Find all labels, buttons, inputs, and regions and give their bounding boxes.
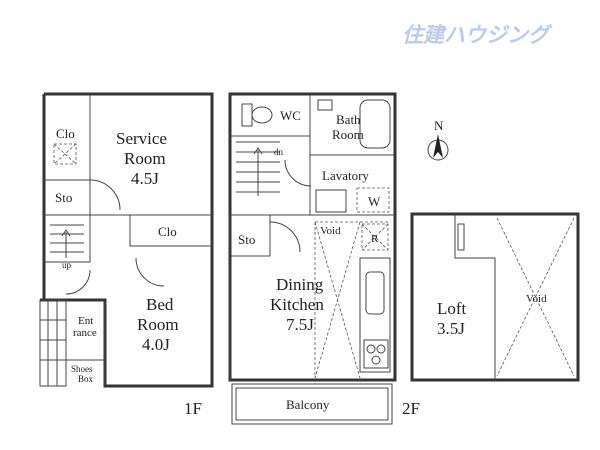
void-label-2f: Void	[320, 225, 341, 237]
first-floor-outer-wall	[40, 92, 214, 388]
loft-void-label: Void	[526, 293, 547, 305]
compass: N	[427, 118, 449, 161]
first-floor-label: 1F	[184, 399, 202, 418]
loft-label: Loft	[437, 299, 467, 318]
closet-label-top: Clo	[56, 126, 75, 141]
door-swing-icon	[269, 221, 301, 253]
storage-label-1f: Sto	[55, 190, 72, 205]
stove-icon	[363, 339, 389, 369]
bath-room-label-2: Room	[332, 127, 364, 142]
second-floor-label: 2F	[402, 399, 420, 418]
loft-plan: Loft 3.5J Void	[410, 212, 580, 382]
kitchen-counter	[359, 257, 391, 373]
loft-void-outline	[496, 217, 575, 377]
door-swing-icon	[284, 159, 312, 187]
door-swing-icon	[135, 257, 165, 287]
first-floor-plan: up Service Room 4.5J Clo Sto Clo Bed Roo…	[39, 92, 214, 418]
washbasin-icon	[315, 189, 347, 213]
fridge-space-icon	[361, 223, 389, 251]
dining-kitchen-label-2: Kitchen	[270, 295, 324, 314]
bed-room-label-2: Room	[137, 315, 179, 334]
shoes-box-label-1: Shoes	[71, 364, 93, 374]
closet-marker-icon	[53, 143, 77, 165]
balcony	[231, 383, 393, 425]
bed-room-size: 4.0J	[142, 335, 170, 354]
closet-label-bed: Clo	[158, 224, 177, 239]
lavatory-label: Lavatory	[322, 168, 369, 183]
dining-kitchen-size: 7.5J	[286, 315, 314, 334]
stairs-up-label: up	[62, 260, 72, 270]
compass-north-label: N	[434, 118, 444, 133]
void-outline	[314, 221, 390, 379]
door-swing-icon	[89, 179, 121, 211]
balcony-label: Balcony	[286, 397, 330, 412]
toilet-icon	[241, 103, 273, 127]
loft-ladder-icon	[457, 223, 465, 251]
brand-logo: 住建ハウジング	[402, 23, 553, 47]
north-arrow-icon	[433, 134, 443, 158]
service-room-size: 4.5J	[131, 169, 159, 188]
dining-kitchen-label-1: Dining	[276, 275, 324, 294]
washer-label: W	[368, 194, 381, 209]
service-room-label-2: Room	[124, 149, 166, 168]
door-swing-icon	[65, 269, 91, 295]
wc-label: WC	[280, 108, 301, 123]
bed-room-label-1: Bed	[146, 295, 174, 314]
loft-size: 3.5J	[437, 319, 465, 338]
fridge-label: R	[371, 233, 379, 245]
entrance-label-2: rance	[73, 327, 97, 339]
kitchen-sink-icon	[365, 271, 385, 315]
second-floor-plan: dn W R WC Bath Room Lavatory Sto Void Di…	[228, 92, 420, 425]
storage-label-2f: Sto	[238, 232, 255, 247]
bathtub-icon	[317, 99, 391, 149]
entrance-label-1: Ent	[78, 315, 93, 327]
entrance-tile-grid	[39, 299, 67, 387]
stairs-down-label: dn	[274, 147, 284, 157]
stairs-icon	[50, 224, 84, 258]
bath-room-label-1: Bath	[336, 112, 361, 127]
service-room-label-1: Service	[116, 129, 167, 148]
shoes-box-label-2: Box	[78, 374, 94, 384]
washer-space-icon	[356, 187, 390, 213]
stairs-icon	[236, 141, 280, 196]
